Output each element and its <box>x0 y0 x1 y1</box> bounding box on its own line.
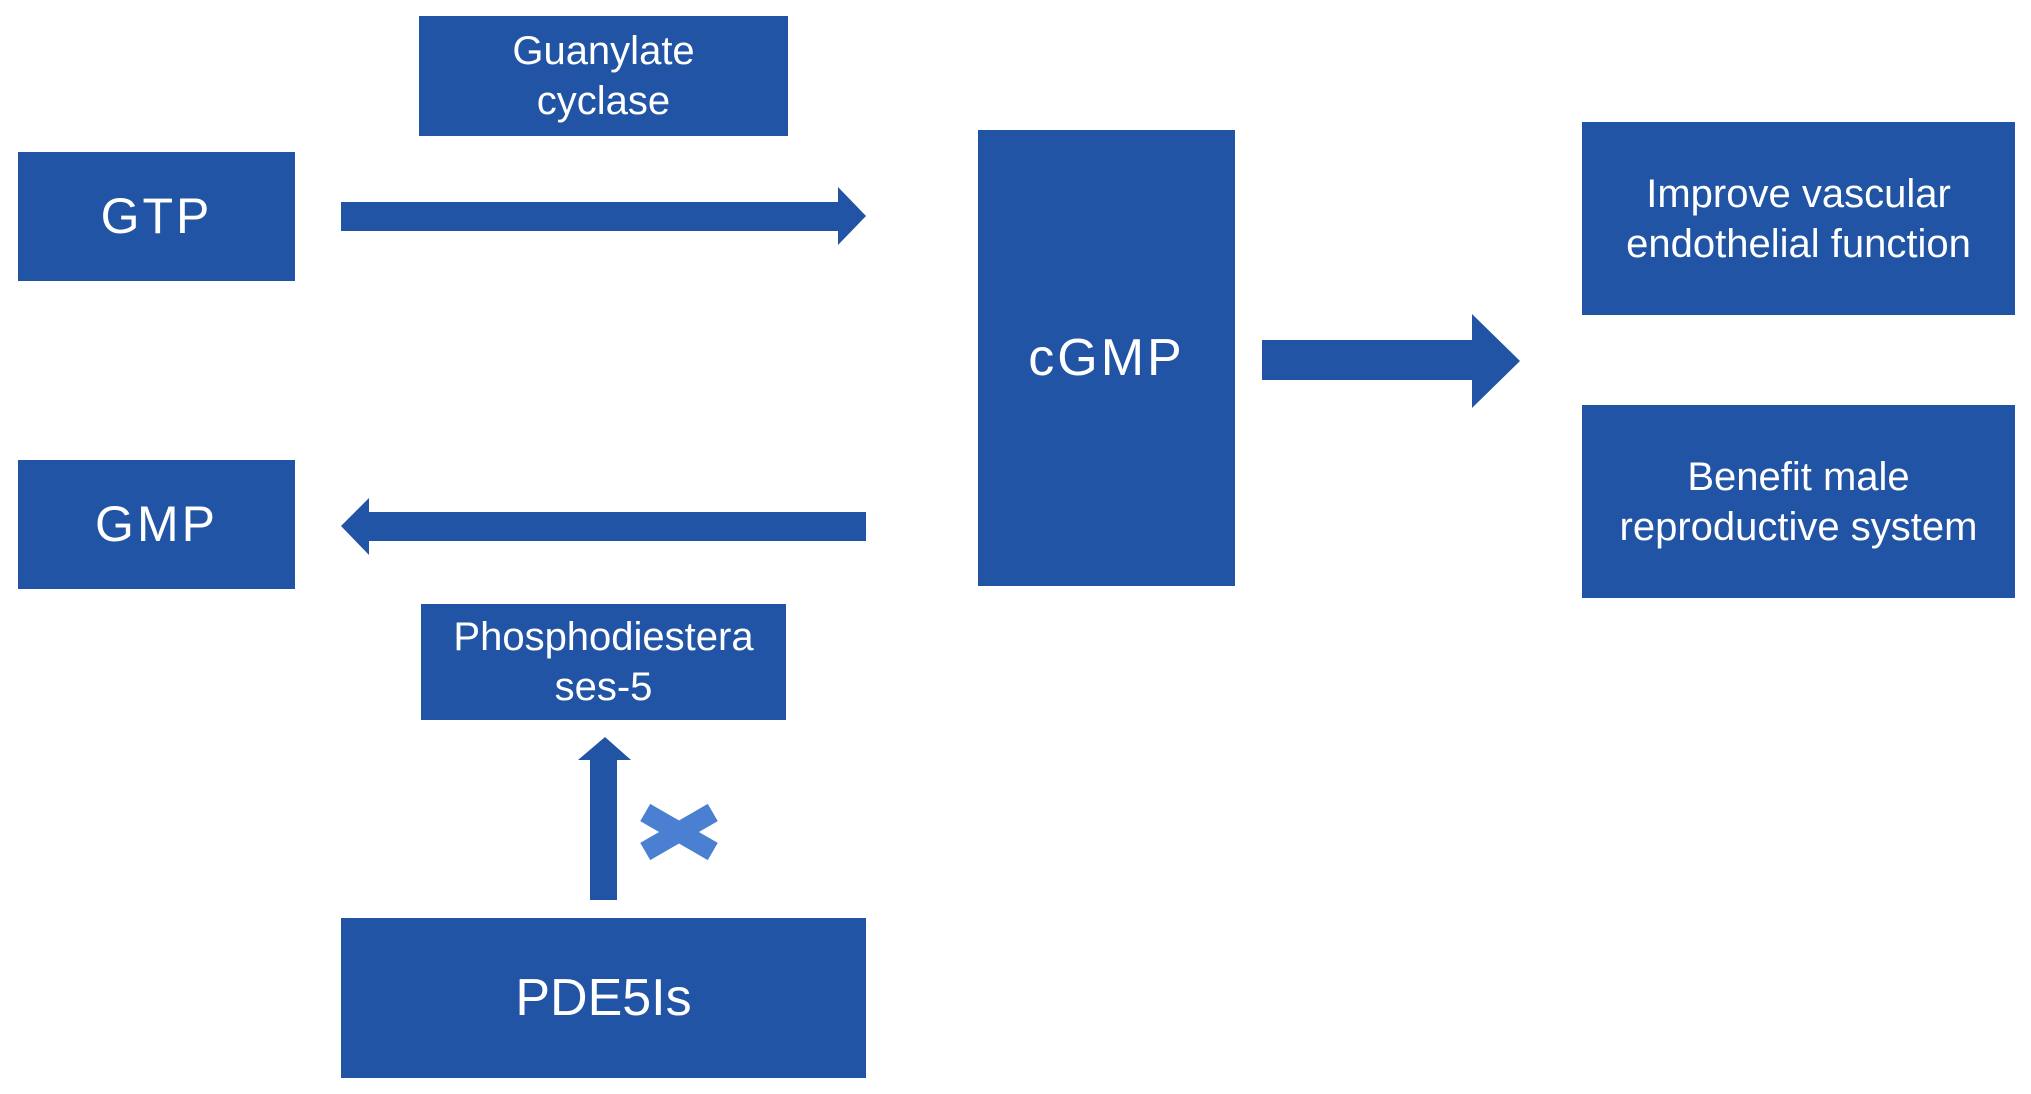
phosphodiesterases-label: Phosphodiestera ses-5 <box>453 615 754 709</box>
benefit-male-label: Benefit male reproductive system <box>1619 454 1978 549</box>
improve-vascular-node: Improve vascular endothelial function <box>1582 122 2015 315</box>
arrow-pde5is-to-pde <box>578 737 631 900</box>
cgmp-label: cGMP <box>1028 328 1185 387</box>
benefit-male-node: Benefit male reproductive system <box>1582 405 2015 598</box>
phosphodiesterases-node: Phosphodiestera ses-5 <box>421 604 786 720</box>
arrow-cgmp-to-outcomes <box>1262 314 1520 408</box>
arrow-cgmp-to-gmp <box>341 498 866 555</box>
cgmp-node: cGMP <box>978 130 1235 586</box>
gtp-node: GTP <box>18 152 295 281</box>
pde5is-node: PDE5Is <box>341 918 866 1078</box>
gmp-node: GMP <box>18 460 295 589</box>
improve-vascular-label: Improve vascular endothelial function <box>1626 171 1971 266</box>
gtp-label: GTP <box>100 188 213 245</box>
arrow-gtp-to-cgmp <box>341 187 866 245</box>
gmp-label: GMP <box>95 496 218 553</box>
guanylate-cyclase-node: Guanylate cyclase <box>419 16 788 136</box>
cross-icon <box>640 803 718 861</box>
pde5is-label: PDE5Is <box>515 968 692 1027</box>
guanylate-cyclase-label: Guanylate cyclase <box>512 29 695 123</box>
